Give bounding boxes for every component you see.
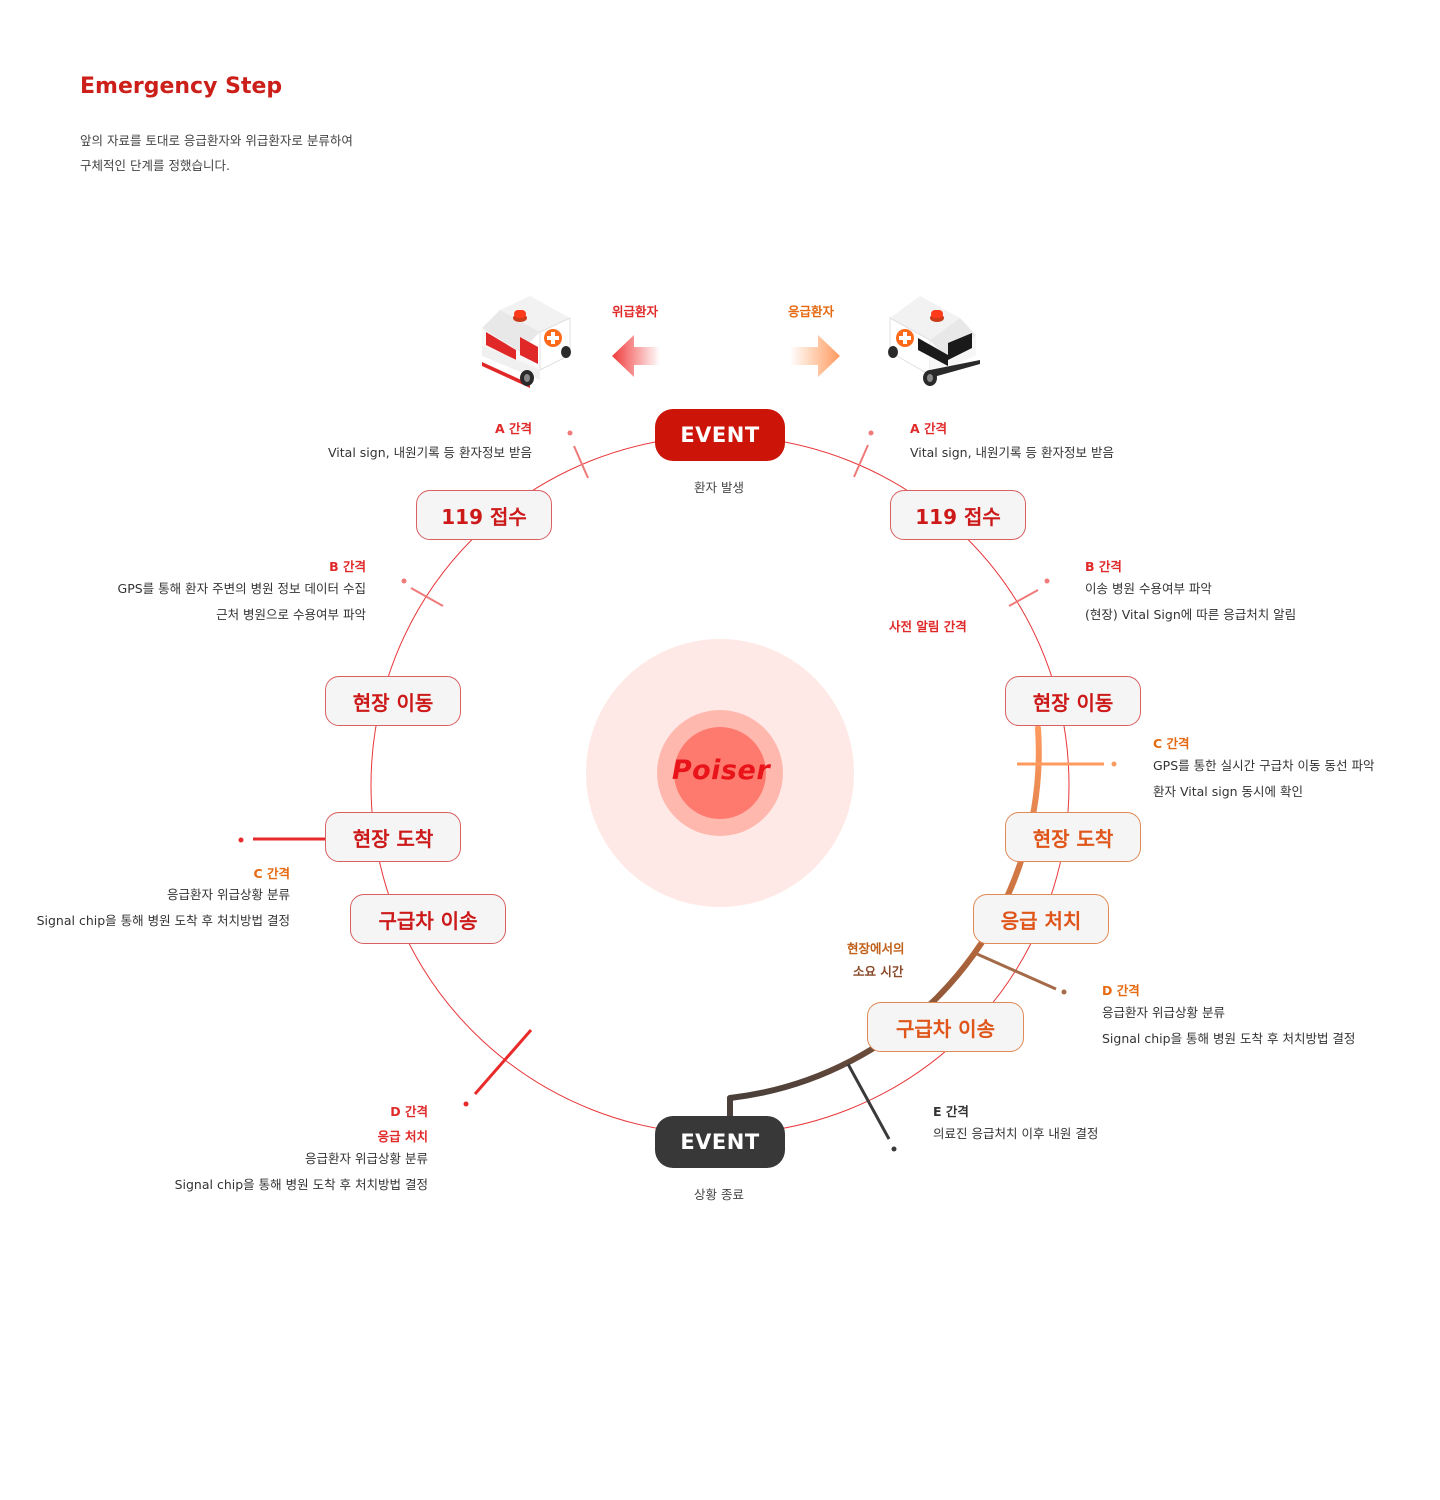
right-step-move-to-site: 현장 이동 [1005,676,1141,726]
left-step-ambulance-transfer: 구급차 이송 [350,894,506,944]
right-step-119-reception: 119 접수 [890,490,1026,540]
right-note-b-title: B 간격 [1085,559,1122,574]
right-note-e-title: E 간격 [933,1104,969,1119]
event-start-badge: EVENT [655,409,785,461]
left-note-c-line1: 응급환자 위급상황 분류 [167,887,290,902]
left-note-d-line1: 응급환자 위급상황 분류 [305,1151,428,1166]
onsite-duration-line1: 현장에서의 [847,941,905,956]
left-note-d-subtitle: 응급 처치 [377,1129,428,1144]
right-note-b-line1: 이송 병원 수용여부 파악 [1085,581,1212,596]
left-step-move-to-site: 현장 이동 [325,676,461,726]
left-note-a-title: A 간격 [494,421,532,436]
right-note-a-line1: Vital sign, 내원기록 등 환자정보 받음 [910,445,1114,460]
right-note-d-line1: 응급환자 위급상황 분류 [1102,1005,1225,1020]
left-step-arrive-site: 현장 도착 [325,812,461,862]
right-note-d-line2: Signal chip을 통해 병원 도착 후 처치방법 결정 [1102,1031,1356,1046]
arrow-right-icon [790,335,840,377]
description-line-1: 앞의 자료를 토대로 응급환자와 위급환자로 분류하여 [80,133,353,148]
left-note-a-line1: Vital sign, 내원기록 등 환자정보 받음 [328,445,532,460]
ambulance-red-icon [482,296,571,388]
event-end-badge: EVENT [655,1116,785,1168]
event-end-caption: 상황 종료 [694,1187,744,1202]
left-note-c-line2: Signal chip을 통해 병원 도착 후 처치방법 결정 [36,913,290,928]
page-description: 앞의 자료를 토대로 응급환자와 위급환자로 분류하여 구체적인 단계를 정했습… [80,128,353,178]
arrow-left-icon [612,335,660,377]
right-note-c-title: C 간격 [1153,736,1190,751]
event-start-caption: 환자 발생 [694,480,744,495]
right-step-first-aid: 응급 처치 [973,894,1109,944]
left-note-b-title: B 간격 [329,559,366,574]
right-step-arrive-site: 현장 도착 [1005,812,1141,862]
right-note-c-line2: 환자 Vital sign 동시에 확인 [1153,784,1304,799]
right-note-c-line1: GPS를 통한 실시간 구급차 이동 동선 파악 [1153,758,1375,773]
critical-patient-label: 위급환자 [612,304,659,319]
description-line-2: 구체적인 단계를 정했습니다. [80,158,230,173]
right-note-b-line2: (현장) Vital Sign에 따른 응급처치 알림 [1085,607,1297,622]
left-step-119-reception: 119 접수 [416,490,552,540]
emergency-patient-label: 응급환자 [788,304,835,319]
right-step-ambulance-transfer: 구급차 이송 [867,1002,1024,1052]
left-note-c-title: C 간격 [253,866,290,881]
right-note-e-line1: 의료진 응급처치 이후 내원 결정 [933,1126,1099,1141]
left-note-d-title: D 간격 [390,1104,428,1119]
left-interval-ticks [238,430,589,1107]
left-note-b-line2: 근처 병원으로 수용여부 파악 [216,607,366,622]
left-note-d-line2: Signal chip을 통해 병원 도착 후 처치방법 결정 [174,1177,428,1192]
ambulance-white-icon [888,296,980,386]
right-note-d-title: D 간격 [1102,983,1140,998]
left-note-b-line1: GPS를 통해 환자 주변의 병원 정보 데이터 수집 [117,581,366,596]
right-interval-ticks [846,430,1117,1152]
onsite-duration-arc [727,725,1042,1101]
page-title: Emergency Step [80,74,283,99]
right-note-a-title: A 간격 [910,421,948,436]
center-glow-inner [674,727,766,819]
onsite-duration-line2: 소요 시간 [853,964,904,979]
pre-alert-interval-label: 사전 알림 간격 [889,619,967,634]
poiser-logo: Poiser [671,755,771,786]
